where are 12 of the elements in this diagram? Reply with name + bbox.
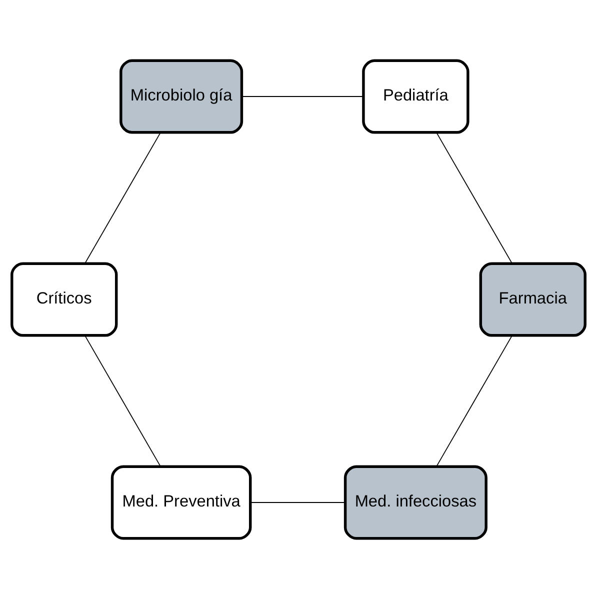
connector — [250, 502, 346, 503]
connector — [436, 335, 513, 467]
node-box: Críticos — [10, 262, 118, 337]
connector — [84, 132, 161, 264]
node-box: Med. infecciosas — [344, 465, 488, 540]
connector — [436, 132, 513, 264]
node-box: Farmacia — [479, 262, 586, 337]
node-box: Pediatría — [362, 59, 470, 134]
node-box: Med. Preventiva — [110, 465, 252, 540]
connector — [242, 96, 364, 97]
connector — [84, 335, 161, 467]
node-box: Microbiolo gía — [120, 59, 244, 134]
